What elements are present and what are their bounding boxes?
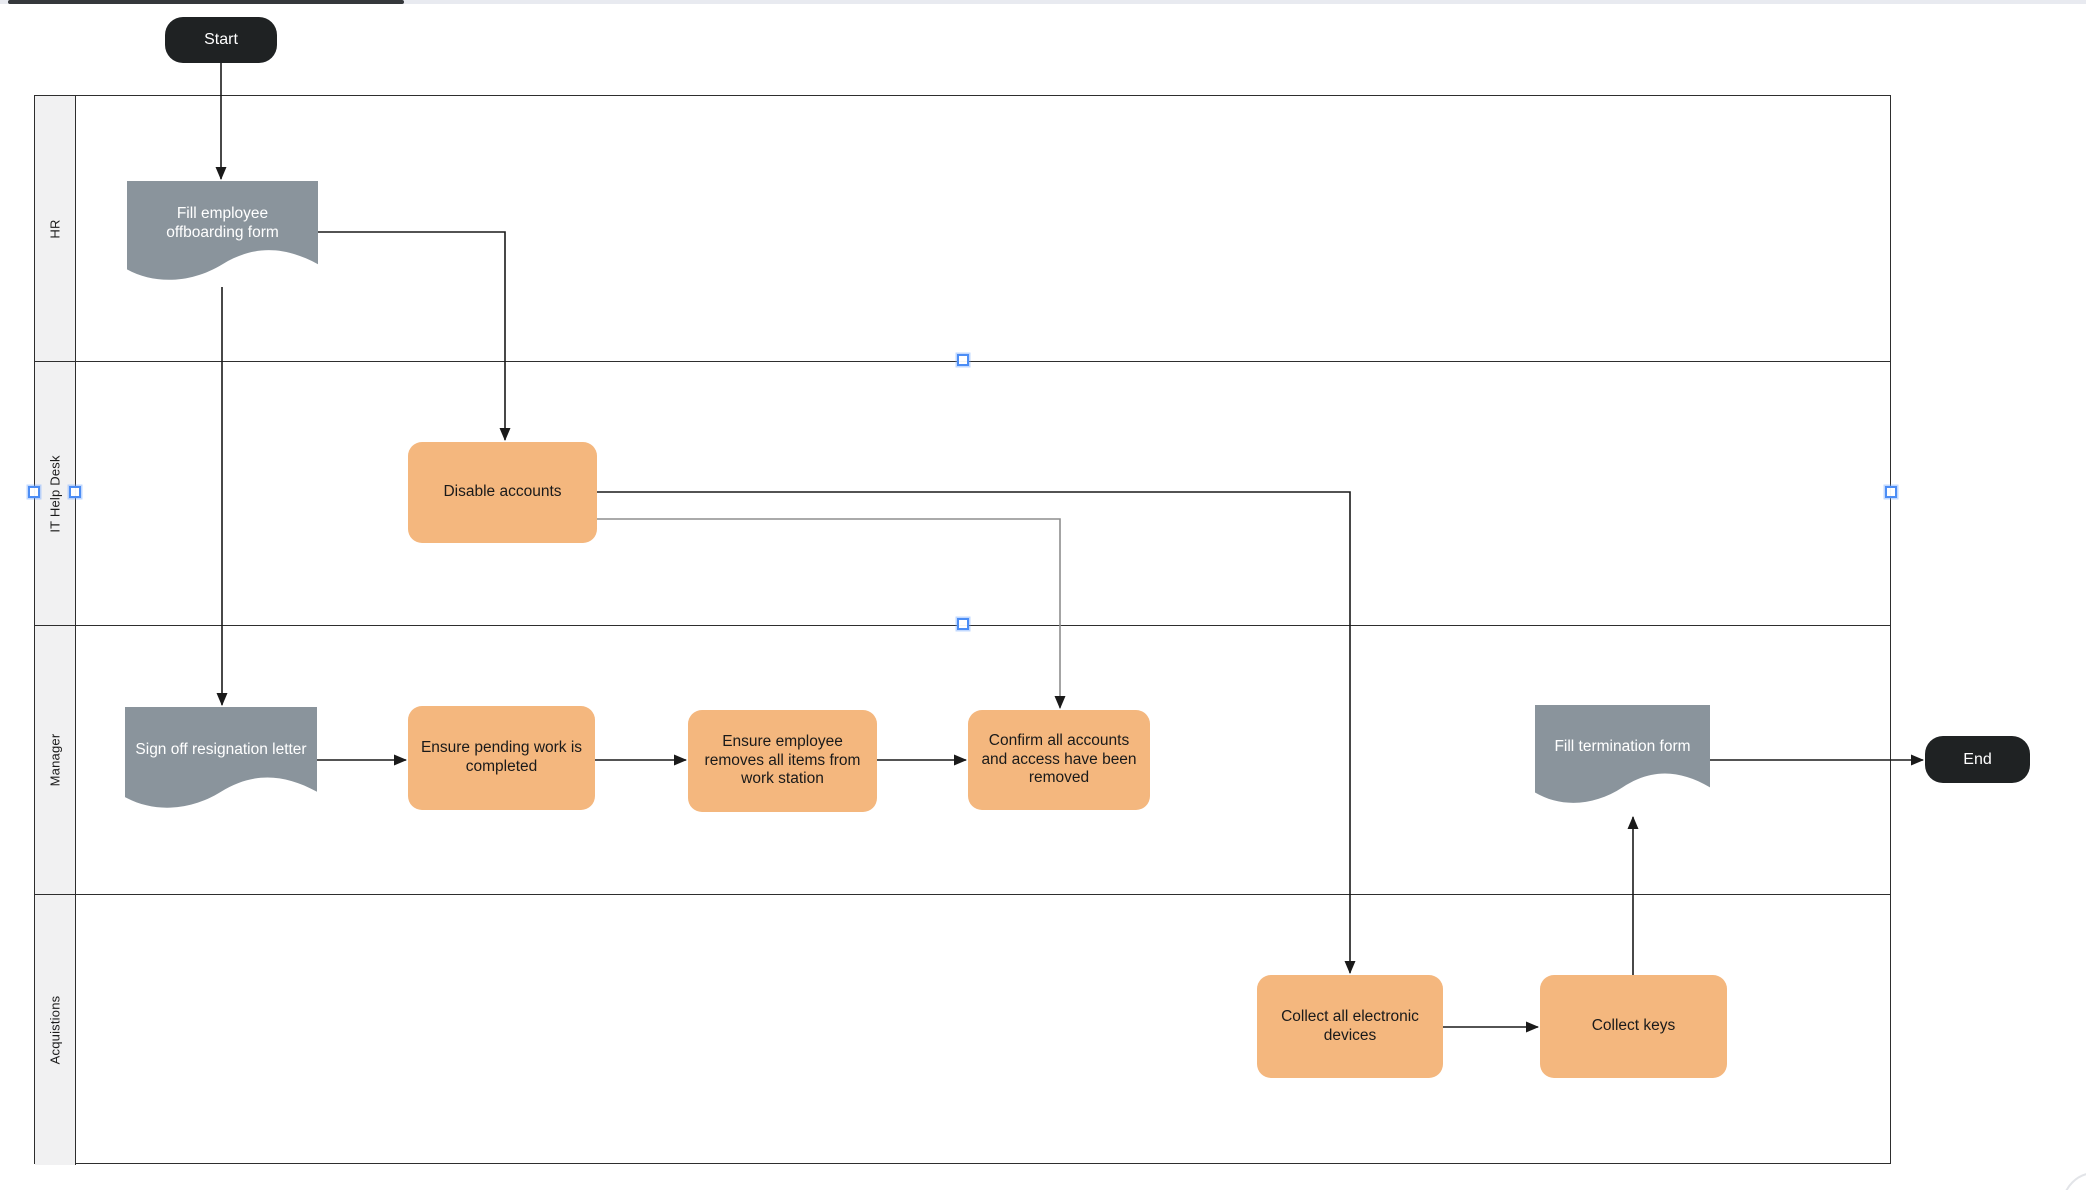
- selection-handle[interactable]: [957, 618, 969, 630]
- lane-label-manager: Manager: [47, 733, 63, 787]
- node-disable-accounts[interactable]: Disable accounts: [408, 442, 597, 543]
- lane-body-hr[interactable]: [76, 96, 1890, 361]
- edge-offboarding-to-disable[interactable]: [318, 231, 511, 441]
- edge-disable-to-collect-devices[interactable]: [597, 491, 1356, 974]
- node-end[interactable]: End: [1925, 736, 2030, 783]
- node-collect-devices[interactable]: Collect all electronic devices: [1257, 975, 1443, 1078]
- document-shape: [125, 707, 317, 808]
- edge-disable-to-confirm[interactable]: [597, 518, 1066, 709]
- node-label: Ensure employee removes all items from w…: [704, 732, 861, 788]
- lane-label-cell-acquistions[interactable]: Acquistions: [35, 895, 76, 1165]
- lane-label-cell-hr[interactable]: HR: [35, 96, 76, 361]
- selection-handle[interactable]: [69, 486, 81, 498]
- node-label: Sign off resignation letter: [135, 741, 307, 758]
- lane-label-it-help-desk: IT Help Desk: [47, 454, 63, 533]
- lane-acquistions[interactable]: Acquistions: [35, 894, 1890, 1165]
- corner-circle-decoration: [2062, 1172, 2086, 1190]
- node-label: Ensure pending work is completed: [420, 739, 583, 775]
- lane-label-hr: HR: [47, 218, 63, 239]
- node-label: Fill employee offboarding form: [166, 204, 279, 241]
- horizontal-scrollbar-track: [0, 0, 2086, 4]
- node-ensure-removes[interactable]: Ensure employee removes all items from w…: [688, 710, 877, 812]
- lane-label-cell-manager[interactable]: Manager: [35, 626, 76, 894]
- lane-label-acquistions: Acquistions: [47, 995, 63, 1065]
- node-sign-off-letter[interactable]: Sign off resignation letter: [125, 707, 317, 813]
- selection-handle[interactable]: [1885, 486, 1897, 498]
- node-label: End: [1963, 750, 1992, 768]
- lane-hr[interactable]: HR: [35, 96, 1890, 361]
- selection-handle[interactable]: [28, 486, 40, 498]
- node-fill-offboarding[interactable]: Fill employee offboarding form: [127, 181, 318, 285]
- node-start[interactable]: Start: [165, 17, 277, 63]
- node-ensure-pending[interactable]: Ensure pending work is completed: [408, 706, 595, 810]
- node-label: Collect all electronic devices: [1281, 1007, 1419, 1044]
- lane-it-help-desk[interactable]: IT Help Desk: [35, 361, 1890, 625]
- node-label: Disable accounts: [443, 483, 562, 501]
- node-label: Confirm all accounts and access have bee…: [981, 731, 1137, 787]
- node-label: Fill termination form: [1554, 737, 1691, 755]
- selection-handle[interactable]: [957, 354, 969, 366]
- document-shape: [1535, 705, 1710, 803]
- node-fill-termination[interactable]: Fill termination form: [1535, 705, 1710, 808]
- horizontal-scrollbar-thumb[interactable]: [8, 0, 404, 4]
- lane-body-it-help-desk[interactable]: [76, 362, 1890, 625]
- node-collect-keys[interactable]: Collect keys: [1540, 975, 1727, 1078]
- document-shape: [127, 181, 318, 280]
- node-confirm-removed[interactable]: Confirm all accounts and access have bee…: [968, 710, 1150, 810]
- node-label: Start: [204, 31, 238, 49]
- node-label: Collect keys: [1591, 1017, 1676, 1035]
